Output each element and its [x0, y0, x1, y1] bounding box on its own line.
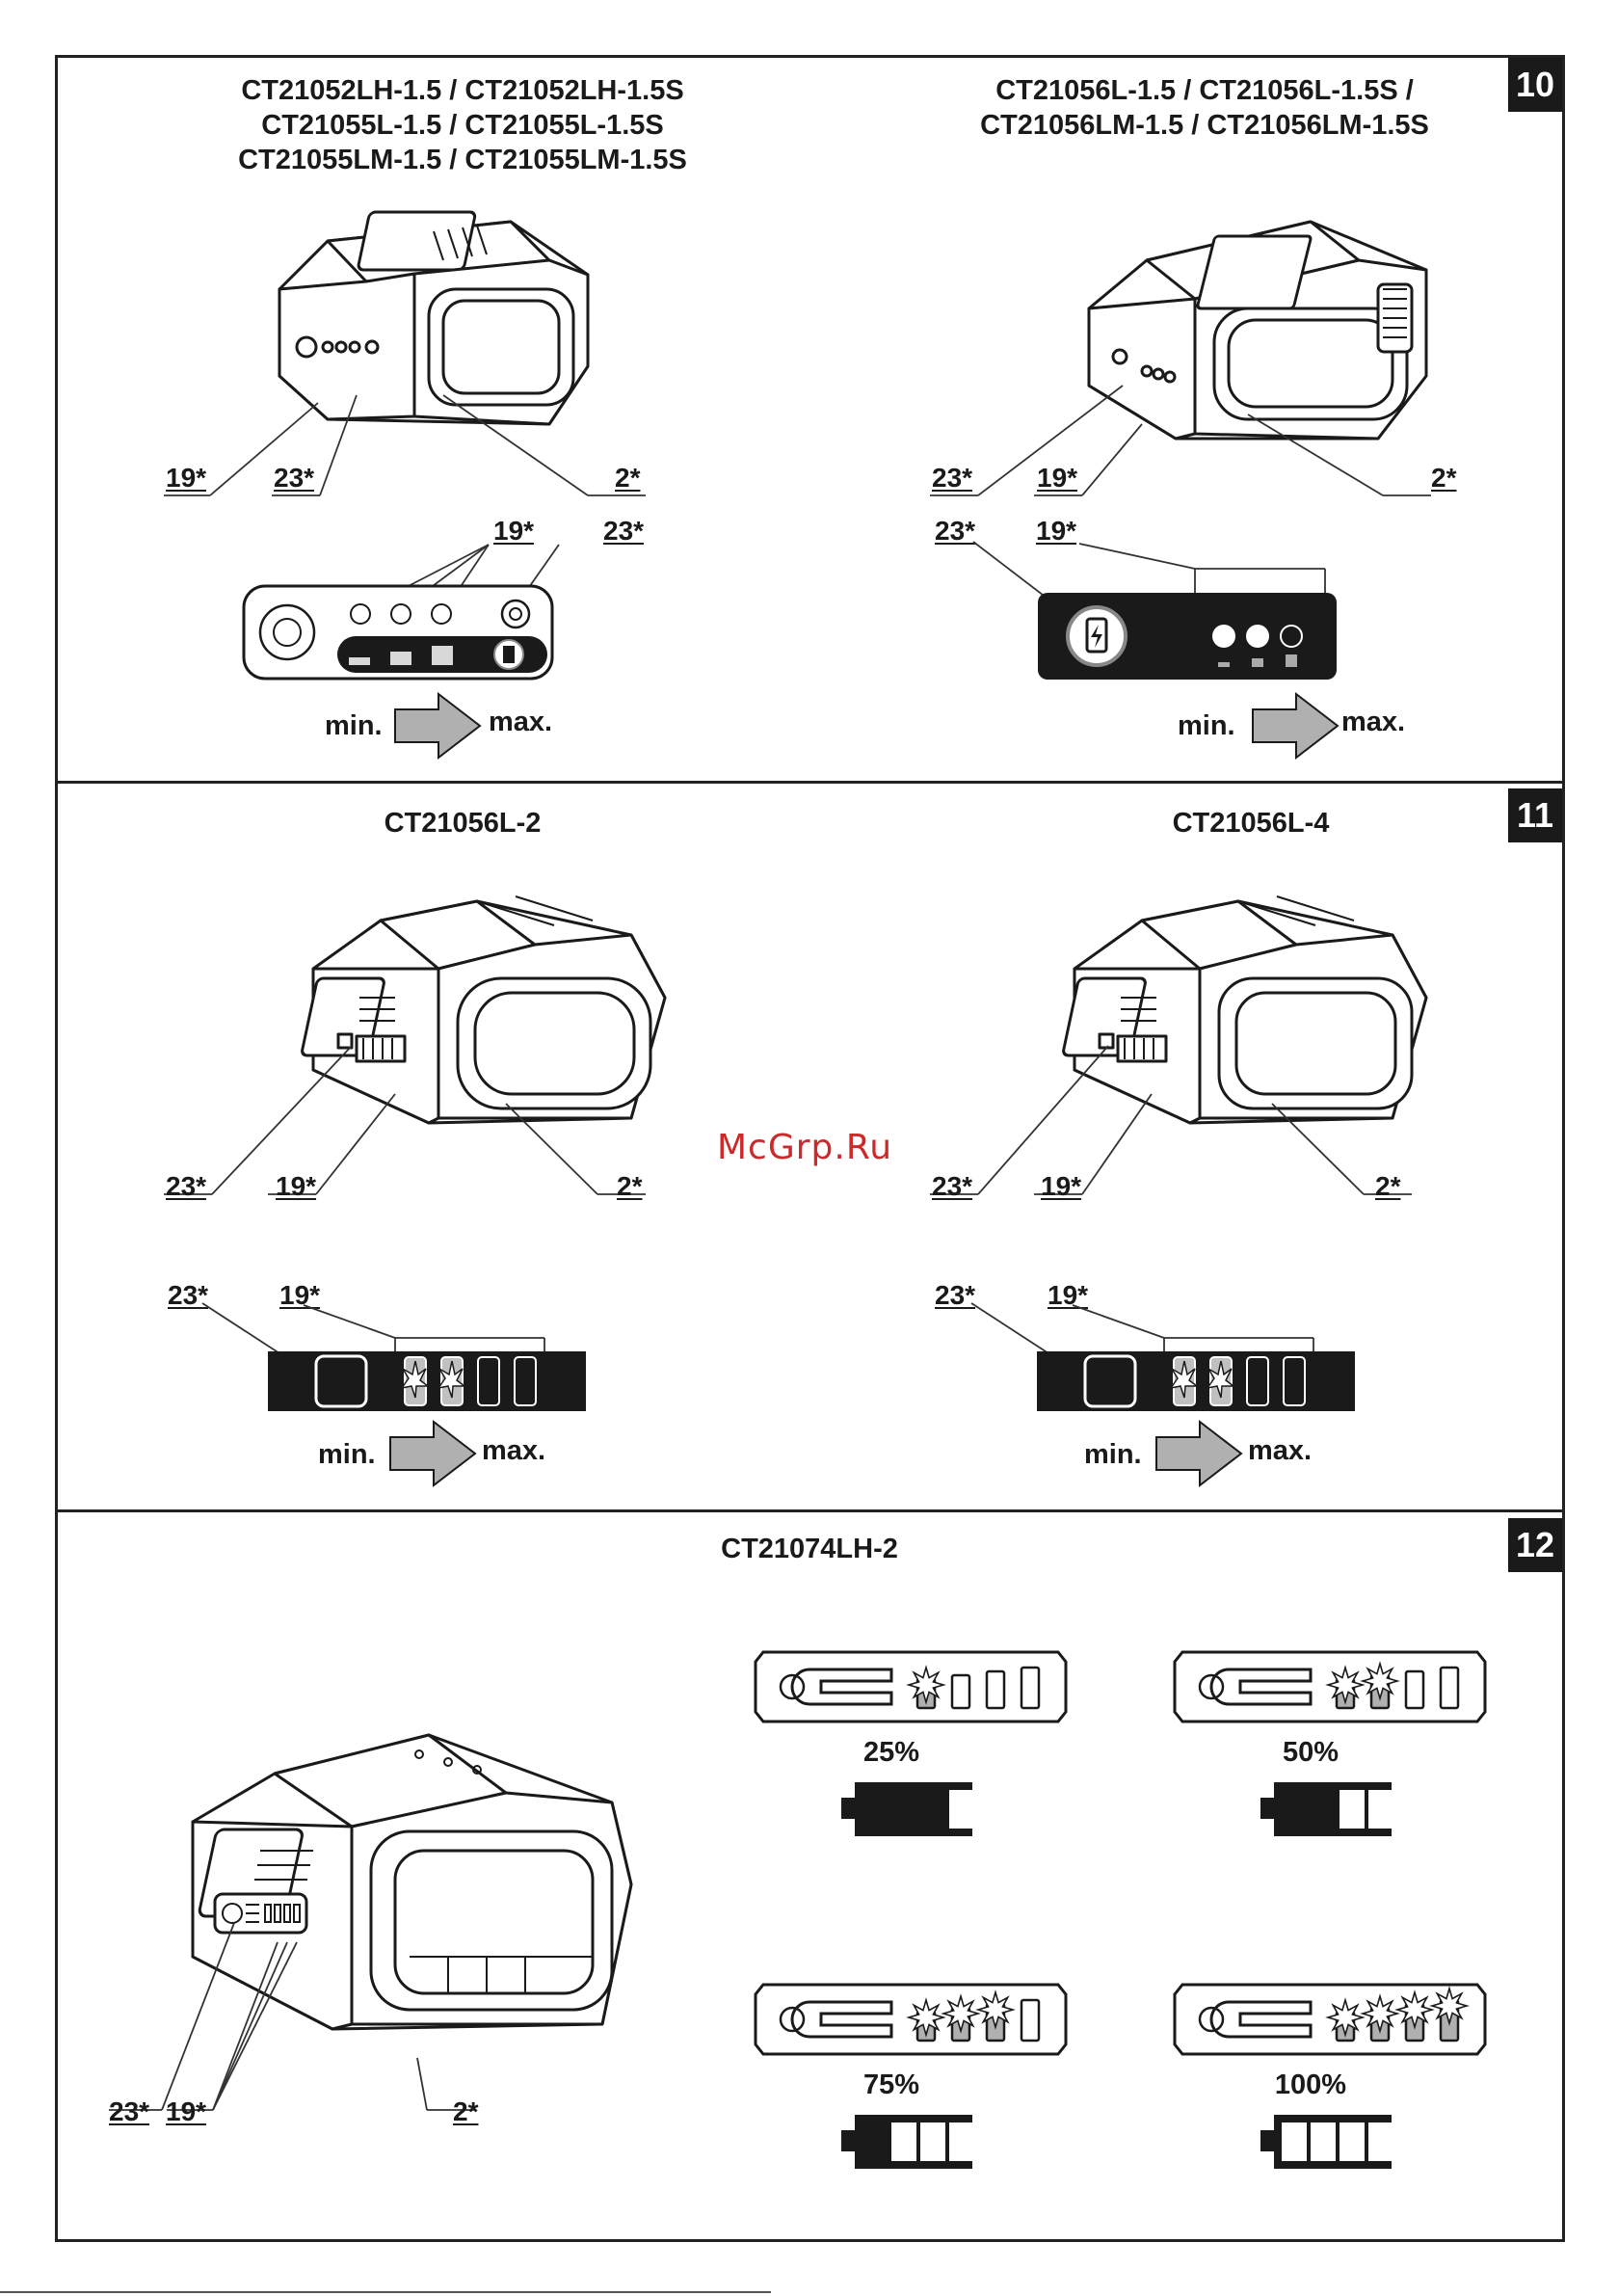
callout-23: 23* — [109, 2096, 150, 2126]
section-12-title: CT21074LH-2 — [721, 1534, 898, 1564]
section-divider — [55, 781, 1565, 784]
battery-level-icon — [841, 1782, 974, 1836]
section-10-left-title: CT21052LH-1.5 / CT21052LH-1.5S CT21055L-… — [238, 75, 687, 175]
callout-23: 23* — [932, 1171, 973, 1201]
min-max-arrow — [1252, 691, 1339, 761]
callout-23: 23* — [932, 463, 973, 493]
callout-2: 2* — [1431, 463, 1457, 493]
callout-19: 19* — [166, 463, 207, 493]
callout-19: 19* — [276, 1171, 317, 1201]
callout-2: 2* — [453, 2096, 479, 2126]
led-flash-icon — [1360, 1661, 1400, 1701]
charge-indicator-strip — [754, 1983, 1068, 2056]
section-11-right-title: CT21056L-4 — [1172, 808, 1330, 839]
charge-indicator-panel — [972, 541, 1337, 680]
max-label: max. — [482, 1435, 546, 1466]
callout-23: 23* — [166, 1171, 207, 1201]
charge-indicator-strip — [1173, 1650, 1487, 1723]
battery-illustration — [191, 1733, 633, 2031]
callout-lines — [930, 1045, 1412, 1195]
charge-percentage: 25% — [862, 1737, 920, 1768]
min-label: min. — [318, 1439, 376, 1470]
min-label: min. — [1178, 710, 1235, 741]
led-flash-icon — [975, 1989, 1016, 2030]
callout-19: 19* — [279, 1280, 321, 1310]
charge-indicator-strip — [1173, 1983, 1487, 2056]
callout-2: 2* — [1375, 1171, 1401, 1201]
charge-percentage: 75% — [862, 2069, 920, 2100]
battery-illustration — [278, 210, 590, 426]
charge-indicator-panel — [242, 544, 560, 681]
led-flash-icon — [1325, 1665, 1366, 1705]
led-flash-icon — [1394, 1989, 1435, 2030]
callout-lines — [164, 394, 646, 496]
section-11-left-title: CT21056L-2 — [384, 808, 542, 839]
section-number-10: 10 — [1508, 58, 1562, 112]
callout-23: 23* — [935, 516, 976, 546]
battery-illustration — [301, 895, 667, 1125]
callout-19: 19* — [493, 516, 535, 546]
callout-2: 2* — [617, 1171, 643, 1201]
footer-rule — [0, 2291, 771, 2293]
min-label: min. — [1084, 1439, 1142, 1470]
led-flash-icon — [1360, 1993, 1400, 2034]
max-label: max. — [489, 707, 553, 737]
battery-illustration — [1087, 220, 1428, 441]
led-flash-icon — [1325, 1997, 1366, 2038]
section-number-12: 12 — [1508, 1518, 1562, 1572]
min-max-arrow — [389, 1419, 477, 1488]
charge-percentage: 50% — [1282, 1737, 1339, 1768]
callout-19: 19* — [1036, 516, 1077, 546]
callout-19: 19* — [1037, 463, 1078, 493]
led-flash-icon — [906, 1997, 946, 2038]
callout-lines — [164, 1045, 646, 1195]
callout-2: 2* — [615, 463, 641, 493]
watermark: McGrp.Ru — [717, 1128, 893, 1167]
min-max-arrow — [1155, 1419, 1243, 1488]
charge-indicator-panel — [970, 1302, 1355, 1411]
callout-23: 23* — [935, 1280, 976, 1310]
callout-19: 19* — [166, 2096, 207, 2126]
callout-lines — [930, 385, 1431, 496]
battery-illustration — [1062, 895, 1428, 1125]
section-10-right-title: CT21056L-1.5 / CT21056L-1.5S / CT21056LM… — [980, 75, 1429, 141]
min-max-arrow — [394, 691, 482, 761]
section-number-11: 11 — [1508, 788, 1562, 842]
max-label: max. — [1248, 1435, 1313, 1466]
charge-percentage: 100% — [1274, 2069, 1347, 2100]
battery-level-icon — [1260, 1782, 1393, 1836]
led-flash-icon — [941, 1993, 981, 2034]
led-flash-icon — [906, 1665, 946, 1705]
callout-19: 19* — [1048, 1280, 1089, 1310]
callout-lines — [109, 1922, 475, 2111]
charge-indicator-strip — [754, 1650, 1068, 1723]
charge-indicator-panel — [201, 1302, 586, 1411]
callout-19: 19* — [1041, 1171, 1082, 1201]
callout-23: 23* — [168, 1280, 209, 1310]
battery-level-icon — [841, 2115, 974, 2169]
callout-23: 23* — [603, 516, 645, 546]
led-flash-icon — [1429, 1986, 1470, 2026]
max-label: max. — [1341, 707, 1406, 737]
callout-23: 23* — [274, 463, 315, 493]
section-divider — [55, 1509, 1565, 1512]
min-label: min. — [325, 710, 383, 741]
figure-frame — [55, 55, 1565, 2242]
battery-level-icon — [1260, 2115, 1393, 2169]
